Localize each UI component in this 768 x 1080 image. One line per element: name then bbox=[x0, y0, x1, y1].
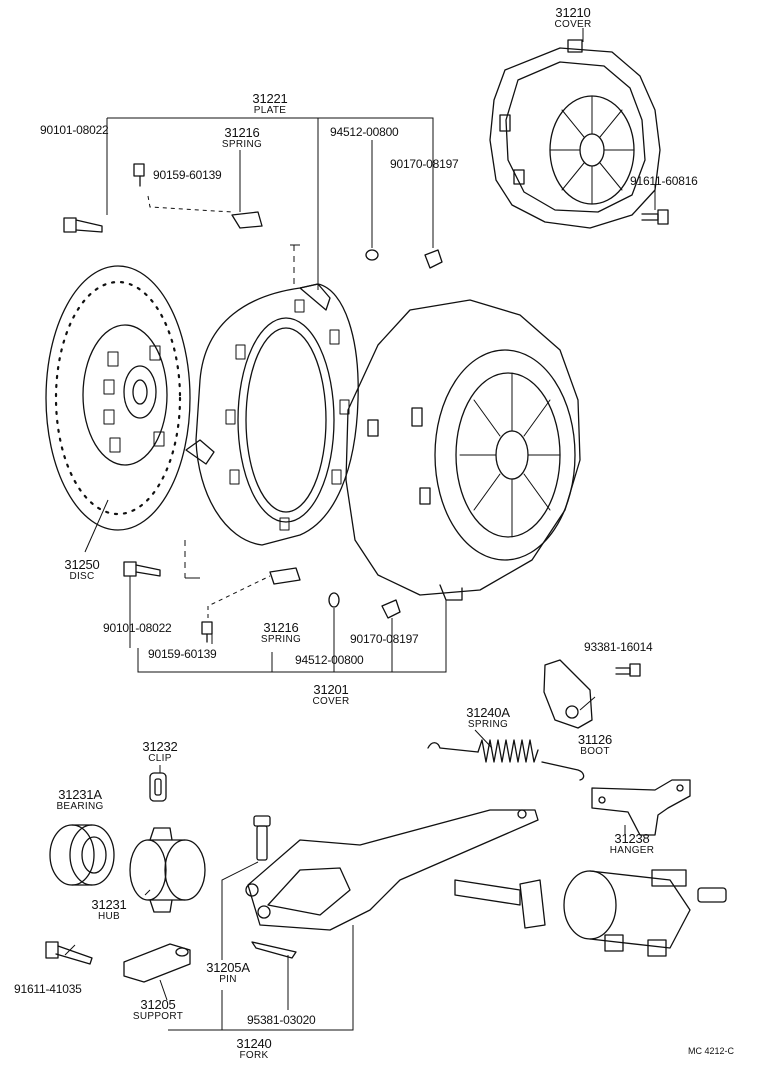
part-name: COVER bbox=[312, 696, 350, 707]
part-name: COVER bbox=[554, 19, 592, 30]
part-name: PIN bbox=[219, 974, 237, 985]
label-pin: 31205A PIN bbox=[206, 961, 250, 985]
part-number: 31201 bbox=[313, 682, 349, 697]
part-number: 31231A bbox=[58, 787, 102, 802]
pn-screw-bottom: 90159-60139 bbox=[148, 647, 217, 661]
label-support: 31205 SUPPORT bbox=[133, 998, 183, 1022]
bolt-bearing bbox=[45, 941, 93, 965]
release-hub bbox=[129, 827, 206, 913]
pn-bolt-cover: 91611-60816 bbox=[630, 174, 698, 188]
part-number: 31240A bbox=[466, 705, 510, 720]
label-hub: 31231 HUB bbox=[91, 898, 126, 922]
return-spring bbox=[427, 739, 585, 781]
part-number: 31232 bbox=[142, 739, 178, 754]
part-number: 31205A bbox=[206, 960, 250, 975]
hardware bbox=[63, 163, 669, 677]
release-cylinder bbox=[454, 869, 727, 957]
label-cover-large: 31201 COVER bbox=[312, 683, 349, 707]
release-bearing bbox=[49, 824, 115, 886]
part-number: 31216 bbox=[263, 620, 299, 635]
part-number: 31250 bbox=[64, 557, 100, 572]
part-name: PLATE bbox=[253, 105, 287, 116]
pn-bolt-bottom: 90101-08022 bbox=[103, 621, 172, 635]
clutch-cover-small bbox=[489, 39, 661, 229]
part-number: 31126 bbox=[577, 732, 613, 747]
clip bbox=[149, 772, 167, 802]
pn-bolt-top: 90101-08022 bbox=[40, 123, 109, 137]
label-bearing: 31231A BEARING bbox=[56, 788, 103, 812]
leader-lines bbox=[64, 28, 656, 1031]
fork-clip bbox=[251, 941, 297, 959]
part-name: SPRING bbox=[221, 139, 263, 150]
release-fork bbox=[245, 809, 539, 931]
part-name: DISC bbox=[69, 571, 95, 582]
part-number: 31231 bbox=[91, 897, 127, 912]
label-return-spring: 31240A SPRING bbox=[466, 706, 510, 730]
part-name: BEARING bbox=[56, 801, 104, 812]
clutch-disc bbox=[45, 265, 191, 531]
pn-bolt-bearing: 91611-41035 bbox=[14, 982, 82, 996]
part-name: FORK bbox=[239, 1050, 269, 1061]
clutch-cover-large bbox=[345, 299, 581, 601]
label-spring-bottom: 31216 SPRING bbox=[261, 621, 301, 645]
pressure-plate bbox=[185, 283, 359, 546]
part-number: 31210 bbox=[555, 5, 591, 20]
part-name: SPRING bbox=[467, 719, 509, 730]
diagram-code: MC 4212-C bbox=[687, 1046, 734, 1056]
pn-nut-top: 90170-08197 bbox=[390, 157, 459, 171]
part-name: HUB bbox=[97, 911, 120, 922]
pn-bolt-boot: 93381-16014 bbox=[584, 640, 653, 654]
part-name: SPRING bbox=[260, 634, 302, 645]
label-hanger: 31238 HANGER bbox=[610, 832, 655, 856]
label-disc: 31250 DISC bbox=[64, 558, 99, 582]
part-number: 31205 bbox=[140, 997, 176, 1012]
part-name: SUPPORT bbox=[132, 1011, 184, 1022]
part-name: BOOT bbox=[580, 746, 610, 757]
part-number: 31240 bbox=[236, 1036, 272, 1051]
pn-washer-top: 94512-00800 bbox=[330, 125, 399, 139]
label-spring-top: 31216 SPRING bbox=[222, 126, 262, 150]
pn-screw-top: 90159-60139 bbox=[153, 168, 222, 182]
label-boot: 31126 BOOT bbox=[578, 733, 612, 757]
label-clip: 31232 CLIP bbox=[142, 740, 177, 764]
label-plate: 31221 PLATE bbox=[252, 92, 287, 116]
hanger-bracket bbox=[591, 779, 691, 836]
part-name: CLIP bbox=[148, 753, 172, 764]
pn-nut-bottom: 90170-08197 bbox=[350, 632, 419, 646]
boot bbox=[543, 659, 593, 729]
part-number: 31221 bbox=[252, 91, 288, 106]
part-name: HANGER bbox=[609, 845, 655, 856]
label-fork: 31240 FORK bbox=[236, 1037, 271, 1061]
part-number: 31216 bbox=[224, 125, 260, 140]
part-number: 31238 bbox=[614, 831, 650, 846]
label-cover-small: 31210 COVER bbox=[554, 6, 591, 30]
pn-fork-clip: 95381-03020 bbox=[247, 1013, 316, 1027]
pn-washer-bottom: 94512-00800 bbox=[295, 653, 364, 667]
pivot-pin bbox=[253, 815, 271, 861]
pivot-support bbox=[123, 943, 191, 983]
